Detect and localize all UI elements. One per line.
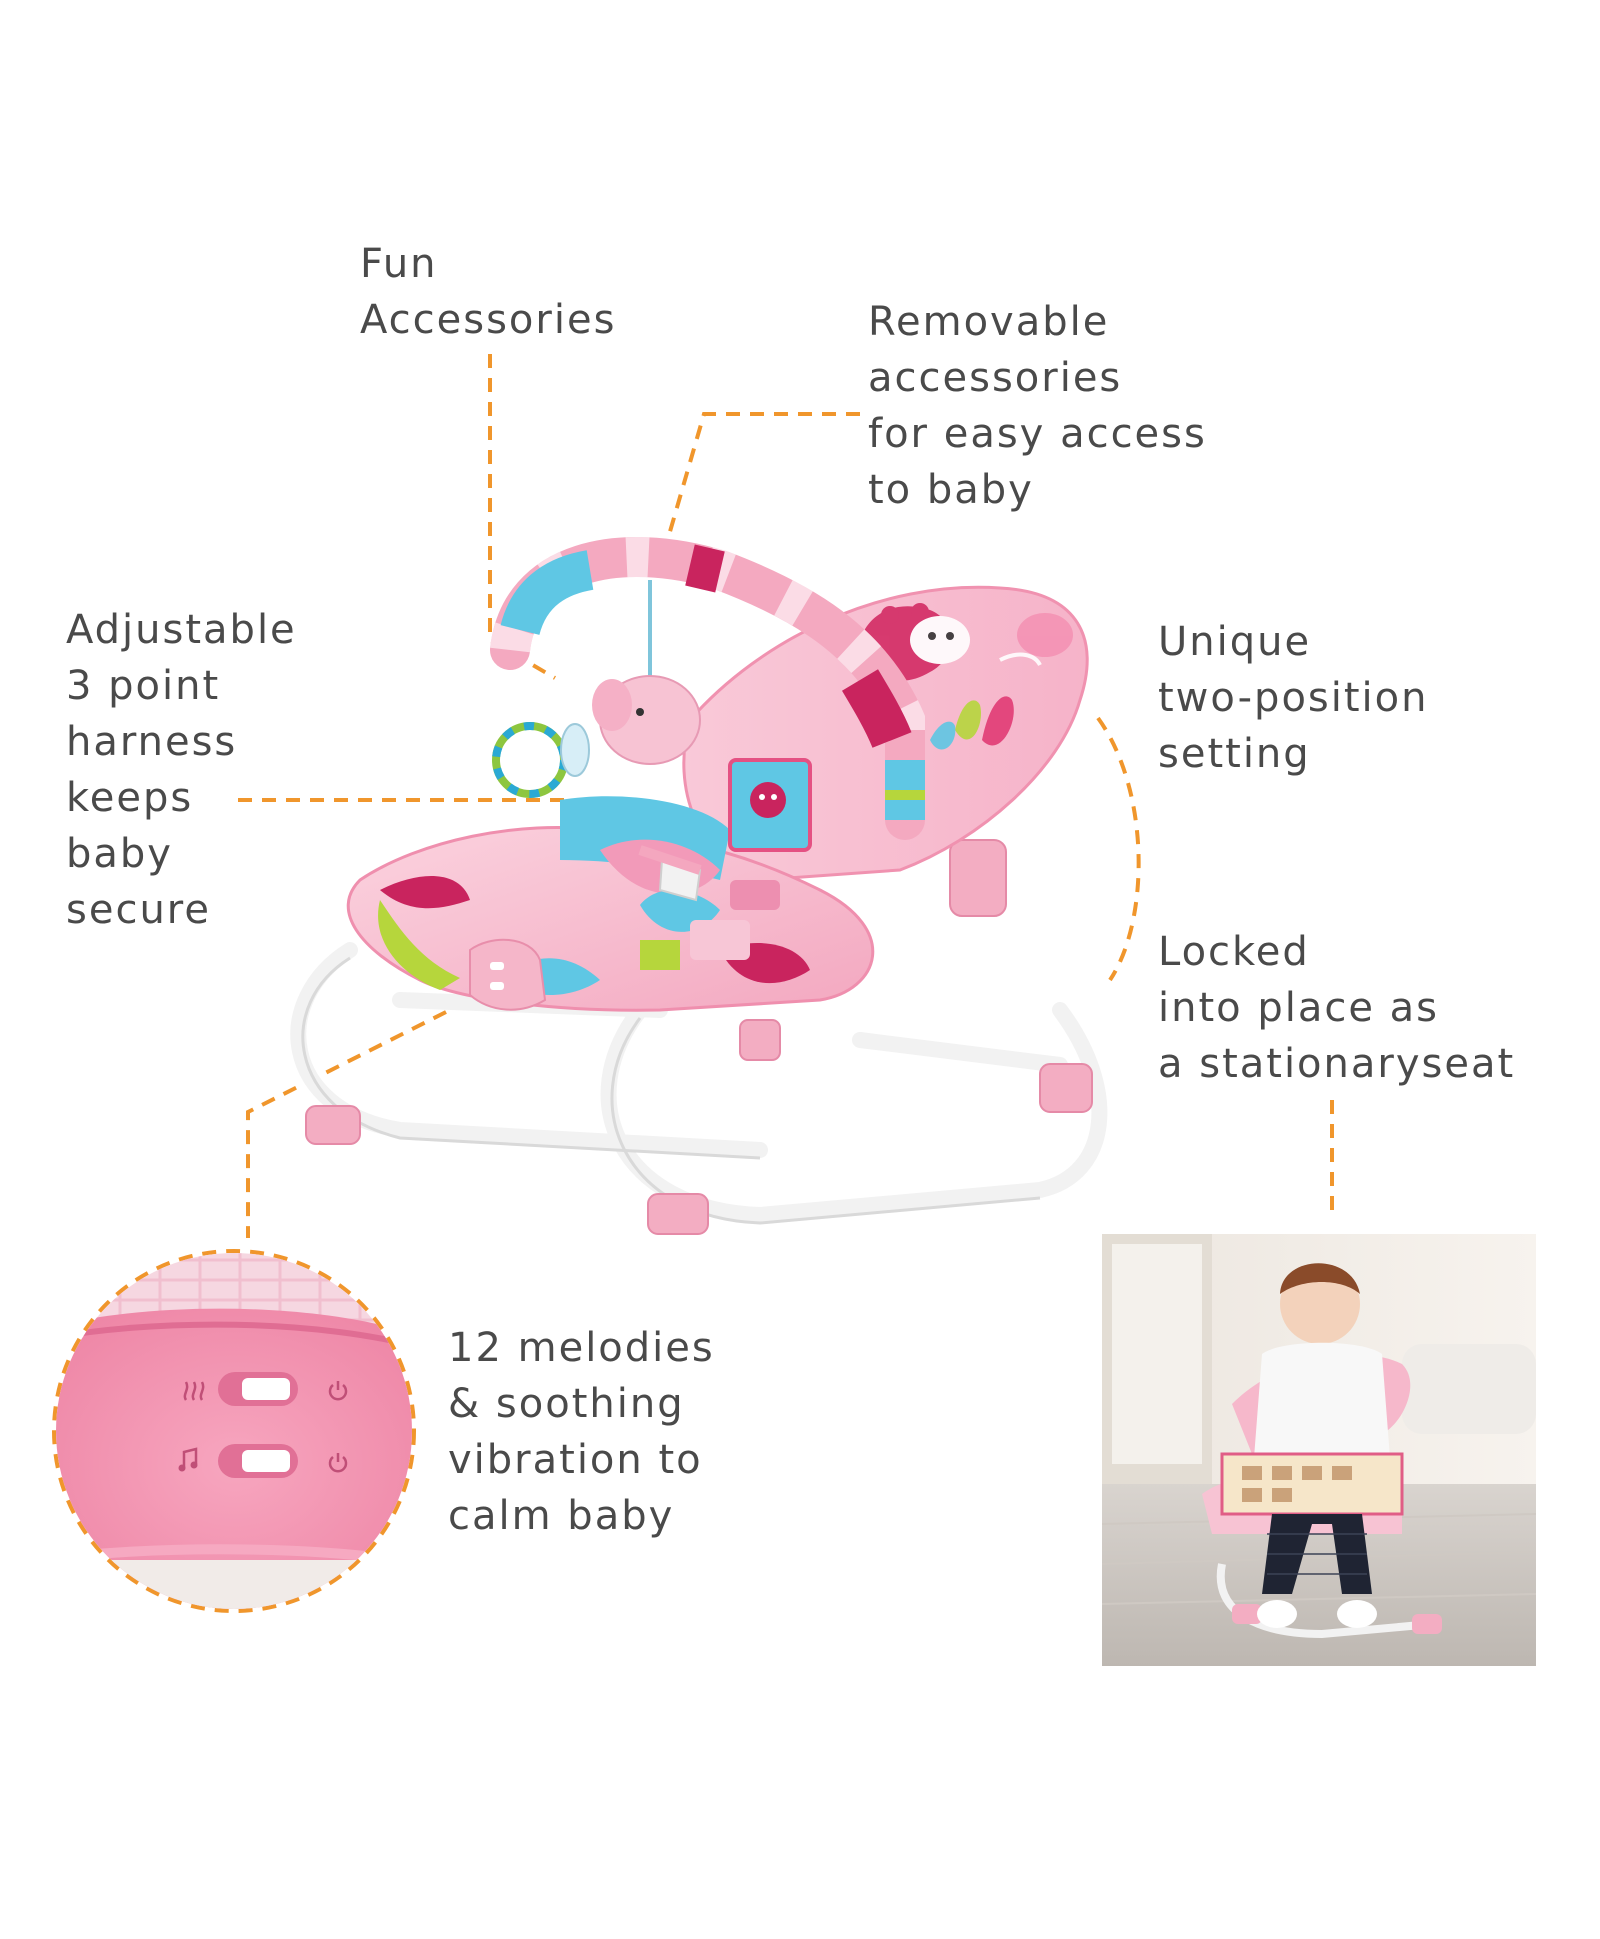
callout-fun-accessories: Fun Accessories — [360, 236, 616, 348]
callout-stationary-seat: Locked into place as a stationaryseat — [1158, 924, 1515, 1092]
callout-line: setting — [1158, 731, 1311, 777]
music-note-icon — [178, 1447, 198, 1472]
callout-line: Unique — [1158, 619, 1312, 665]
callout-harness: Adjustable 3 point harness keeps baby se… — [66, 602, 297, 938]
control-zoom-circle — [52, 1249, 416, 1613]
callout-melodies: 12 melodies & soothing vibration to calm… — [448, 1320, 715, 1544]
leader-removable — [654, 412, 860, 581]
callout-line: keeps — [66, 775, 194, 821]
callout-line: harness — [66, 719, 238, 765]
leader-melodies — [246, 1010, 447, 1238]
callout-line: 12 melodies — [448, 1325, 715, 1371]
callout-line: accessories — [868, 355, 1123, 401]
callout-removable-accessories: Removable accessories for easy access to… — [868, 294, 1207, 518]
callout-line: Adjustable — [66, 607, 297, 653]
callout-line: baby — [66, 831, 173, 877]
callout-line: two-position — [1158, 675, 1429, 721]
harness-buckle — [638, 845, 702, 902]
leader-fun-accessories — [488, 354, 557, 680]
vibration-icon — [183, 1381, 205, 1401]
rocker-frame-shadow — [301, 956, 1041, 1225]
callout-line: into place as — [1158, 985, 1440, 1031]
leader-unique — [1096, 716, 1141, 982]
callout-two-position: Unique two-position setting — [1158, 614, 1428, 782]
backrest-pattern — [860, 603, 1073, 750]
callout-line: 3 point — [66, 663, 221, 709]
callout-line: to baby — [868, 467, 1034, 513]
callout-line: Locked — [1158, 929, 1310, 975]
callout-line: Removable — [868, 299, 1110, 345]
hanging-toys — [492, 580, 812, 852]
callout-line: Accessories — [360, 297, 617, 343]
lifestyle-photo — [1102, 1234, 1536, 1666]
callout-line: calm baby — [448, 1493, 675, 1539]
power-icon — [328, 1381, 348, 1401]
toy-bar — [490, 537, 925, 840]
callout-line: for easy access — [868, 411, 1207, 457]
power-icon — [328, 1453, 348, 1473]
rocker-feet — [305, 839, 1093, 1235]
callout-line: & soothing — [448, 1381, 685, 1427]
callout-line: vibration to — [448, 1437, 703, 1483]
callout-line: secure — [66, 887, 211, 933]
rocker-frame — [290, 942, 1108, 1224]
control-box — [469, 938, 547, 1011]
callout-line: Fun — [360, 241, 438, 287]
callout-line: a stationaryseat — [1158, 1041, 1516, 1087]
